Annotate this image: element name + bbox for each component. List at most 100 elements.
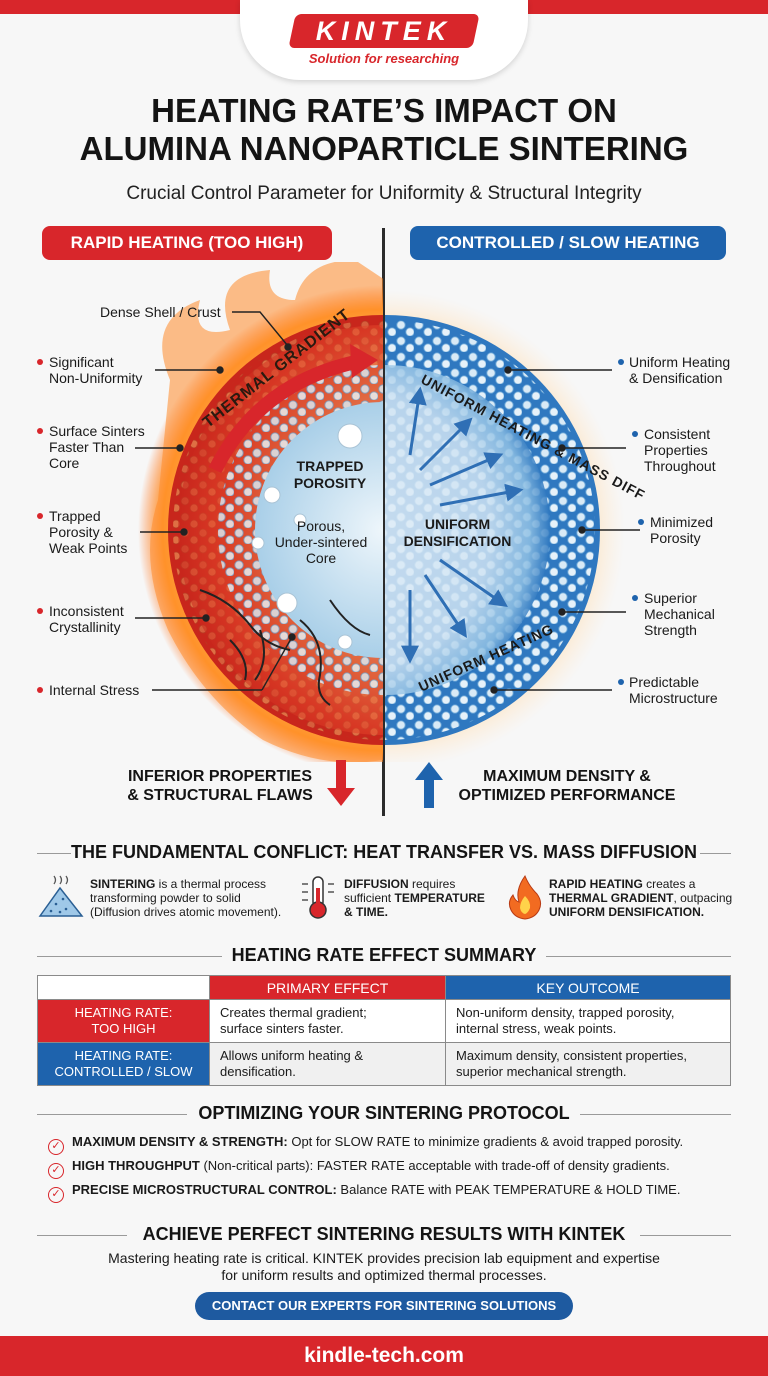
thermometer-icon bbox=[302, 876, 334, 919]
core-text-line: Core bbox=[305, 550, 337, 566]
bullet-dot bbox=[618, 679, 624, 685]
title-line-2: ALUMINA NANOPARTICLE SINTERING bbox=[79, 130, 689, 167]
crack-lines bbox=[199, 589, 371, 706]
section-rule bbox=[37, 956, 222, 957]
rapid-heating-header: RAPID HEATING (TOO HIGH) bbox=[42, 226, 332, 260]
left-label-internal-stress: Internal Stress bbox=[49, 682, 139, 698]
diffusion-arrow bbox=[439, 483, 524, 507]
cell-line: Maximum density, consistent properties, bbox=[456, 1048, 687, 1063]
label-line: Microstructure bbox=[629, 690, 718, 706]
section-rule bbox=[37, 1114, 187, 1115]
label-line: Throughout bbox=[644, 458, 716, 474]
contact-experts-button[interactable]: CONTACT OUR EXPERTS FOR SINTERING SOLUTI… bbox=[195, 1292, 573, 1320]
info-bold: TEMPERATURE bbox=[394, 891, 485, 905]
item-bold: HIGH THROUGHPUT bbox=[72, 1158, 200, 1173]
info-bold: THERMAL GRADIENT bbox=[549, 891, 674, 905]
label-line: Strength bbox=[644, 622, 697, 638]
title-line-1: HEATING RATE’S IMPACT ON bbox=[151, 92, 617, 129]
right-label-microstructure: Predictable Microstructure bbox=[629, 674, 718, 706]
info-text: (Diffusion drives atomic movement). bbox=[90, 905, 282, 919]
left-label-trapped-porosity: Trapped Porosity & Weak Points bbox=[49, 508, 127, 556]
optimize-title: OPTIMIZING YOUR SINTERING PROTOCOL bbox=[198, 1103, 570, 1123]
section-rule bbox=[580, 1114, 731, 1115]
diffusion-arrow bbox=[408, 386, 427, 456]
bullet-dot bbox=[37, 359, 43, 365]
right-label-consistent: Consistent Properties Throughout bbox=[644, 426, 716, 474]
cell-line: TOO HIGH bbox=[91, 1021, 156, 1036]
bullet-dot bbox=[618, 359, 624, 365]
cell-line: Non-uniform density, trapped porosity, bbox=[456, 1005, 675, 1020]
diffusion-arrow bbox=[429, 452, 504, 487]
info-bold: UNIFORM DENSIFICATION. bbox=[549, 905, 705, 919]
right-label-uniform-heating: Uniform Heating & Densification bbox=[629, 354, 730, 386]
checkmark-icon: ✓ bbox=[48, 1139, 64, 1155]
uniform-densification-label: UNIFORM DENSIFICATION bbox=[395, 516, 520, 550]
rapid-heating-particle bbox=[138, 262, 383, 762]
cell-line: Allows uniform heating & bbox=[220, 1048, 364, 1063]
right-label-porosity: Minimized Porosity bbox=[650, 514, 713, 546]
cell-line: internal stress, weak points. bbox=[456, 1021, 617, 1036]
label-line: Mechanical bbox=[644, 606, 715, 622]
label-line: Superior bbox=[644, 590, 697, 606]
flame-icon bbox=[508, 874, 542, 920]
item-text: Balance RATE with PEAK TEMPERATURE & HOL… bbox=[336, 1182, 681, 1197]
cell-line: densification. bbox=[220, 1064, 296, 1079]
inferior-properties-caption: INFERIOR PROPERTIES & STRUCTURAL FLAWS bbox=[110, 767, 330, 805]
table-cell-effect: Creates thermal gradient; surface sinter… bbox=[209, 999, 446, 1043]
cell-line: CONTROLLED / SLOW bbox=[54, 1064, 193, 1079]
table-row: HEATING RATE: CONTROLLED / SLOW Allows u… bbox=[37, 1042, 731, 1086]
label-line: Porosity bbox=[650, 530, 701, 546]
core-title-line: TRAPPED bbox=[296, 458, 364, 474]
bullet-dot bbox=[632, 595, 638, 601]
right-label-strength: Superior Mechanical Strength bbox=[644, 590, 715, 638]
section-rule bbox=[37, 853, 71, 854]
summary-table: PRIMARY EFFECT KEY OUTCOME HEATING RATE:… bbox=[37, 975, 731, 1086]
label-line: Internal Stress bbox=[49, 682, 140, 698]
porous-core-text: Porous, Under-sintered Core bbox=[262, 518, 380, 566]
table-cell-effect: Allows uniform heating & densification. bbox=[209, 1042, 446, 1086]
slow-heating-header: CONTROLLED / SLOW HEATING bbox=[410, 226, 726, 260]
conflict-title: THE FUNDAMENTAL CONFLICT: HEAT TRANSFER … bbox=[71, 842, 697, 862]
center-line: DENSIFICATION bbox=[403, 533, 512, 549]
bullet-dot bbox=[632, 431, 638, 437]
label-line: Predictable bbox=[629, 674, 700, 690]
cta-title: ACHIEVE PERFECT SINTERING RESULTS WITH K… bbox=[142, 1224, 626, 1244]
item-text: (Non-critical parts): FASTER RATE accept… bbox=[199, 1158, 670, 1173]
label-line: Non-Uniformity bbox=[49, 370, 143, 386]
table-header-empty bbox=[37, 975, 210, 1000]
info-text: , outpacing bbox=[673, 891, 733, 905]
label-line: Weak Points bbox=[49, 540, 128, 556]
core-title-line: POROSITY bbox=[293, 475, 367, 491]
info-text: creates a bbox=[642, 877, 696, 891]
label-line: Trapped bbox=[49, 508, 101, 524]
kintek-logo: KINTEK bbox=[315, 16, 453, 46]
bullet-dot bbox=[37, 513, 43, 519]
thermal-gradient-arrow bbox=[208, 353, 367, 474]
optimize-item: ✓MAXIMUM DENSITY & STRENGTH: Opt for SLO… bbox=[48, 1134, 683, 1155]
core-text-line: Under-sintered bbox=[274, 534, 368, 550]
label-line: Crystallinity bbox=[49, 619, 121, 635]
caption-line: INFERIOR PROPERTIES bbox=[127, 768, 313, 785]
section-rule bbox=[700, 853, 731, 854]
table-header-key-outcome: KEY OUTCOME bbox=[445, 975, 731, 1000]
section-rule bbox=[37, 1235, 127, 1236]
bullet-dot bbox=[37, 687, 43, 693]
pore bbox=[293, 513, 307, 527]
conflict-rapid-heating-text: RAPID HEATING creates a THERMAL GRADIENT… bbox=[549, 877, 749, 919]
table-row-label-controlled: HEATING RATE: CONTROLLED / SLOW bbox=[37, 1042, 210, 1086]
info-bold: SINTERING bbox=[90, 877, 156, 891]
label-line: Core bbox=[49, 455, 80, 471]
up-arrow-icon bbox=[415, 762, 443, 808]
thermal-gradient-arrowhead bbox=[350, 344, 378, 378]
left-label-crystallinity: Inconsistent Crystallinity bbox=[49, 603, 124, 635]
dense-shell-label: Dense Shell / Crust bbox=[100, 304, 221, 320]
item-bold: PRECISE MICROSTRUCTURAL CONTROL: bbox=[72, 1182, 337, 1197]
logo-tagline: Solution for researching bbox=[308, 51, 460, 66]
bullet-dot bbox=[638, 519, 644, 525]
pore bbox=[337, 634, 353, 650]
label-line: Properties bbox=[644, 442, 708, 458]
cta-description: Mastering heating rate is critical. KINT… bbox=[20, 1250, 748, 1284]
page-title: HEATING RATE’S IMPACT ON ALUMINA NANOPAR… bbox=[20, 92, 748, 168]
footer-website-link[interactable]: kindle-tech.com bbox=[0, 1336, 768, 1376]
pore bbox=[276, 592, 298, 614]
